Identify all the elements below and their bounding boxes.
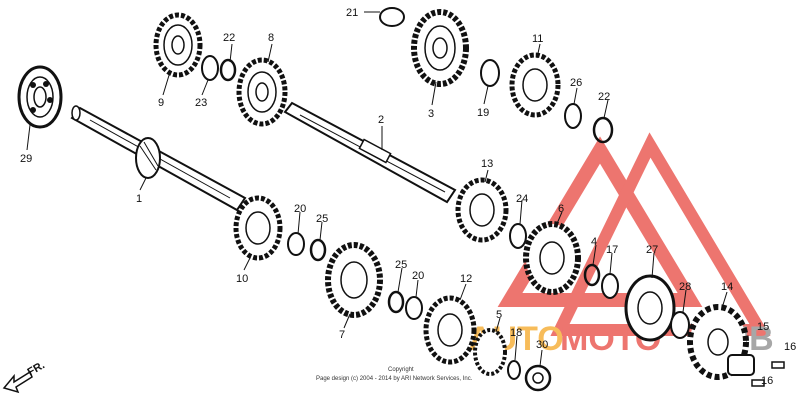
part-26-washer — [564, 103, 582, 129]
label-part-9[interactable]: 9 — [158, 97, 164, 109]
part-11-gear — [509, 52, 561, 118]
label-part-20-lower[interactable]: 20 — [412, 270, 424, 282]
part-1-mainshaft — [70, 105, 247, 212]
part-20-washer-lower — [405, 296, 423, 320]
part-4-circlip — [583, 263, 601, 287]
copyright-text: Page design (c) 2004 - 2014 by ARI Netwo… — [316, 376, 473, 382]
label-part-17[interactable]: 17 — [606, 244, 618, 256]
label-part-16-lower[interactable]: 16 — [761, 375, 773, 387]
part-19-washer — [480, 59, 500, 87]
label-part-16-upper[interactable]: 16 — [784, 341, 796, 353]
label-part-3[interactable]: 3 — [428, 108, 434, 120]
part-8-gear — [236, 57, 288, 127]
part-17-washer — [601, 273, 619, 299]
label-part-26[interactable]: 26 — [570, 77, 582, 89]
part-25-circlip-lower — [387, 290, 405, 314]
label-part-11[interactable]: 11 — [532, 33, 543, 45]
part-7-gear — [325, 242, 383, 318]
part-20-washer — [287, 232, 305, 256]
label-part-22-right[interactable]: 22 — [598, 91, 610, 103]
label-part-14[interactable]: 14 — [721, 281, 733, 293]
front-direction-indicator: FR. — [2, 359, 47, 394]
label-part-2[interactable]: 2 — [378, 114, 384, 126]
copyright-block: Copyright Page design (c) 2004 - 2014 by… — [316, 367, 473, 382]
label-part-18[interactable]: 18 — [510, 327, 522, 339]
label-part-7[interactable]: 7 — [339, 329, 345, 341]
part-13-gear — [455, 177, 509, 243]
label-part-21[interactable]: 21 — [346, 7, 358, 19]
part-12-gear — [423, 295, 477, 365]
part-16-bolts — [751, 361, 785, 387]
label-part-13[interactable]: 13 — [481, 158, 493, 170]
label-part-8[interactable]: 8 — [268, 32, 274, 44]
label-part-24[interactable]: 24 — [516, 193, 528, 205]
label-part-5[interactable]: 5 — [496, 309, 502, 321]
part-25-circlip — [309, 238, 327, 262]
label-part-20-upper[interactable]: 20 — [294, 203, 306, 215]
part-15-plate — [727, 354, 755, 376]
part-10-gear — [233, 195, 283, 261]
part-2-countershaft — [283, 101, 457, 204]
label-part-23[interactable]: 23 — [195, 97, 207, 109]
part-27-bearing — [624, 274, 676, 342]
label-part-19[interactable]: 19 — [477, 107, 489, 119]
label-part-25-upper[interactable]: 25 — [316, 213, 328, 225]
label-part-15[interactable]: 15 — [757, 321, 769, 333]
part-5-gear — [473, 328, 507, 376]
part-30-bushing — [524, 364, 552, 392]
part-23-washer — [201, 55, 219, 81]
label-part-22-left[interactable]: 22 — [223, 32, 235, 44]
part-6-gear — [523, 221, 581, 295]
label-part-10[interactable]: 10 — [236, 273, 248, 285]
part-21-washer — [379, 7, 405, 27]
part-3-gear — [411, 9, 469, 87]
part-24-washer — [509, 223, 527, 249]
part-9-gear — [153, 12, 203, 78]
label-part-29[interactable]: 29 — [20, 153, 32, 165]
label-part-1[interactable]: 1 — [136, 193, 142, 205]
part-labels: 29 1 2 3 4 5 6 7 8 9 10 11 12 13 14 15 1… — [20, 7, 796, 387]
label-part-6[interactable]: 6 — [558, 203, 564, 215]
part-22-circlip-right — [592, 116, 614, 144]
leader-lines — [26, 11, 728, 367]
label-part-28[interactable]: 28 — [679, 281, 691, 293]
part-22-circlip — [219, 58, 237, 82]
label-part-25-lower[interactable]: 25 — [395, 259, 407, 271]
copyright-title: Copyright — [388, 367, 414, 373]
part-28-seal — [670, 311, 690, 339]
label-part-12[interactable]: 12 — [460, 273, 472, 285]
part-29-bearing — [17, 65, 63, 129]
label-part-30[interactable]: 30 — [536, 339, 548, 351]
front-direction-label: FR. — [26, 359, 47, 378]
arrow-icon — [2, 370, 33, 394]
label-part-4[interactable]: 4 — [591, 236, 597, 248]
label-part-27[interactable]: 27 — [646, 244, 658, 256]
part-18-washer — [507, 360, 521, 380]
